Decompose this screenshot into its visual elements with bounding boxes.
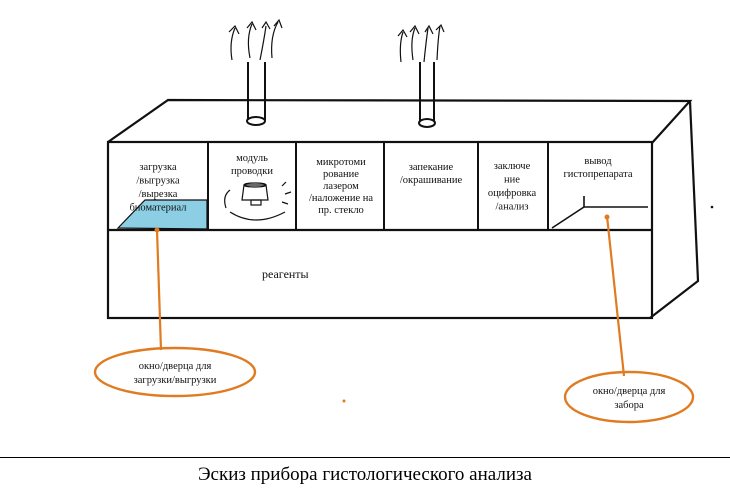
compartment-label-processing: модуль проводки	[231, 153, 273, 177]
load-window-callout-oval	[93, 346, 257, 398]
vapor-arrows-left-icon	[228, 18, 283, 61]
exhaust-pipe-right	[418, 62, 436, 128]
vapor-arrows-right-icon	[397, 23, 445, 63]
compartment-label-line: лазером	[323, 181, 359, 192]
callout-text-line: забора	[614, 400, 644, 411]
callout-text-line: окно/дверца для	[593, 386, 666, 397]
exhaust-pipe-left	[246, 62, 266, 126]
compartment-label-line: гистопрепарата	[563, 169, 632, 180]
callout-text-pickup-window: окно/дверца для забора	[593, 386, 666, 411]
compartment-label-line: модуль	[236, 153, 268, 164]
compartment-label-baking: запекание/окрашивание	[400, 162, 463, 186]
compartment-label-loading: загрузка/выгрузка/вырезка биоматериал	[129, 162, 186, 214]
compartment-label-line: /наложение на	[309, 193, 373, 204]
compartment-label-line: загрузка	[139, 162, 177, 173]
compartment-label-line: пр. стекло	[318, 205, 364, 216]
compartment-label-line: /анализ	[496, 202, 529, 213]
device-sketch: загрузка/выгрузка/вырезка биоматериал моду…	[93, 18, 714, 424]
callout-leader-dots	[154, 214, 610, 403]
compartment-label-line: вывод	[584, 156, 612, 167]
callout-text-line: загрузки/выгрузки	[134, 375, 217, 386]
compartment-label-line: /окрашивание	[400, 175, 463, 186]
compartment-dividers	[207, 142, 549, 230]
compartment-label-output: вывод гистопрепарата	[563, 156, 632, 180]
callout-text-load-window: окно/дверца для загрузки/выгрузки	[134, 361, 217, 386]
compartment-label-line: /вырезка	[139, 189, 178, 200]
compartment-label-line: /выгрузка	[136, 176, 180, 187]
compartment-label-line: ние	[504, 175, 520, 186]
compartment-label-line: запекание	[409, 162, 454, 173]
compartment-label-conclusion: заключе ние оцифровка/анализ	[488, 161, 537, 213]
compartment-label-line: рование	[323, 169, 359, 180]
processing-module-icon	[224, 181, 292, 221]
pickup-window-callout-oval	[563, 370, 695, 424]
reagents-label: реагенты	[262, 267, 309, 281]
device-body	[106, 98, 700, 320]
caption-bar: Эскиз прибора гистологического анализа	[0, 457, 730, 493]
callout-leaders	[155, 215, 626, 377]
compartment-label-line: микротоми	[316, 157, 366, 168]
edge-mark	[710, 205, 714, 209]
compartment-label-line: заключе	[494, 161, 531, 172]
compartment-label-line: биоматериал	[129, 203, 186, 214]
compartment-label-line: проводки	[231, 166, 273, 177]
figure-caption: Эскиз прибора гистологического анализа	[198, 464, 532, 485]
loading-tray-fill	[116, 199, 208, 230]
callout-text-line: окно/дверца для	[139, 361, 212, 372]
compartment-label-line: оцифровка	[488, 188, 537, 199]
output-tray	[551, 196, 648, 229]
